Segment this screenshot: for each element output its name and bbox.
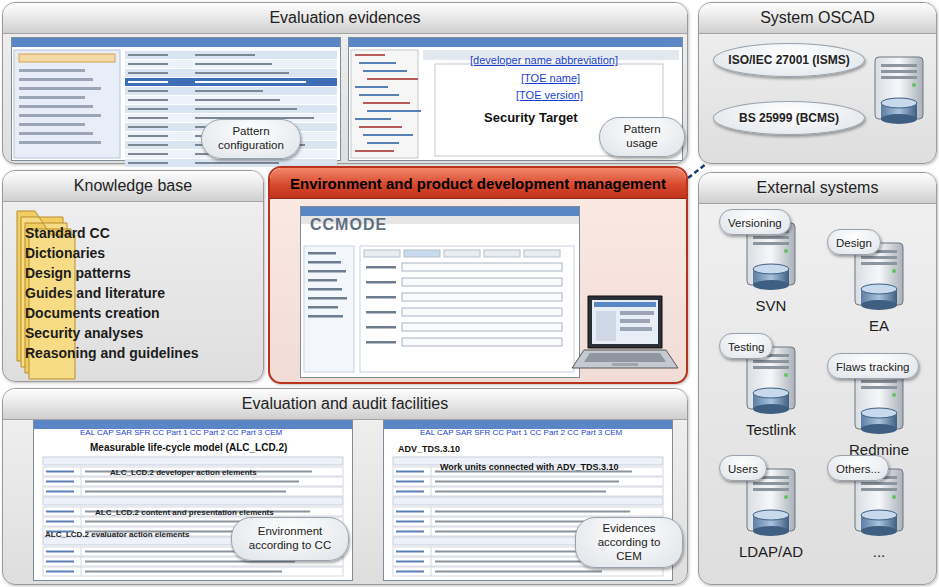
panel-header-bar: Evaluation and audit facilities — [3, 389, 687, 420]
panel-heading: Evaluation and audit facilities — [242, 395, 448, 413]
server-role: Testing — [728, 341, 764, 353]
screen-text: EAL CAP SAR SFR CC Part 1 CC Part 2 CC P… — [80, 428, 282, 437]
callout-bubble: Evidences according to CEM — [575, 517, 683, 568]
screen-text: ALC_LCD.2 content and presentation eleme… — [95, 508, 274, 517]
knowledge-item: Guides and literature — [25, 283, 198, 303]
screen-text: ALC_LCD.2 developer action elements — [110, 468, 257, 477]
knowledge-item: Design patterns — [25, 263, 198, 283]
knowledge-item: Standard CC — [25, 223, 198, 243]
panel-header-bar: Evaluation evidences — [3, 3, 687, 34]
panel-region: Knowledge baseStandard CCDictionariesDes… — [2, 170, 264, 382]
screen-text: CCMODE — [310, 216, 387, 234]
screen-text: ALC_LCD.2 evaluator action elements — [45, 530, 189, 539]
knowledge-item: Dictionaries — [25, 243, 198, 263]
screen-text: Security Target — [484, 110, 578, 125]
standard-oval: BS 25999 (BCMS) — [713, 101, 865, 135]
server-bubble: Others... — [827, 455, 889, 481]
bubble-text: Pattern usage — [608, 123, 676, 151]
server-node: DesignEA — [827, 229, 931, 341]
screen-text: Work units connected with ADV_TDS.3.10 — [440, 462, 619, 472]
panel-heading: External systems — [757, 179, 879, 197]
server-role: Others... — [836, 463, 880, 475]
screen-text: [TOE version] — [516, 89, 583, 101]
server-bubble: Users — [719, 455, 767, 481]
panel-region: Environment and product development mana… — [268, 166, 688, 384]
standard-oval: ISO/IEC 27001 (ISMS) — [713, 43, 865, 77]
panel-heading: Knowledge base — [74, 177, 192, 195]
server-node: VersioningSVN — [719, 209, 823, 321]
server-icon — [867, 55, 931, 127]
screen-text: ADV_TDS.3.10 — [398, 444, 460, 454]
server-role: Flaws tracking — [836, 361, 910, 373]
server-role: Design — [836, 237, 872, 249]
callout-bubble: Environment according to CC — [231, 517, 349, 561]
server-role: Versioning — [728, 217, 782, 229]
server-bubble: Versioning — [719, 209, 791, 235]
server-name: SVN — [719, 297, 823, 314]
panel-region: Evaluation evidencesPattern configuratio… — [2, 2, 688, 164]
panel-region: Evaluation and audit facilitiesEnvironme… — [2, 388, 688, 585]
panel-region: External systemsVersioningSVNDesignEATes… — [698, 172, 937, 585]
screen-text: [developer name abbreviation] — [470, 54, 618, 66]
knowledge-item: Security analyses — [25, 323, 198, 343]
bubble-text: ISO/IEC 27001 (ISMS) — [728, 53, 849, 67]
server-node: TestingTestlink — [719, 333, 823, 445]
knowledge-item: Reasoning and guidelines — [25, 343, 198, 363]
screen-text: [TOE name] — [521, 72, 580, 84]
panel-header-bar: Environment and product development mana… — [270, 168, 686, 199]
laptop-icon — [570, 292, 680, 372]
panel-header-bar: System OSCAD — [699, 3, 936, 34]
bubble-text: Environment according to CC — [240, 525, 340, 553]
server-name: EA — [827, 317, 931, 334]
server-role: Users — [728, 463, 758, 475]
bubble-text: Evidences according to CEM — [584, 522, 674, 563]
panel-region: System OSCAD ISO/IEC 27001 (ISMS) BS 25999… — [698, 2, 937, 164]
panel-header-bar: Knowledge base — [3, 171, 263, 202]
callout-bubble: Pattern configuration — [201, 119, 301, 159]
server-name: LDAP/AD — [719, 543, 823, 560]
panel-header-bar: External systems — [699, 173, 936, 204]
panel-heading: Environment and product development mana… — [290, 175, 666, 192]
bubble-text: Pattern configuration — [210, 125, 292, 153]
server-node: UsersLDAP/AD — [719, 455, 823, 567]
panel-heading: Evaluation evidences — [269, 9, 420, 27]
server-bubble: Design — [827, 229, 881, 255]
server-node: Others...... — [827, 455, 931, 567]
server-name: Testlink — [719, 421, 823, 438]
panel-heading: System OSCAD — [760, 9, 875, 27]
bubble-text: BS 25999 (BCMS) — [739, 111, 839, 125]
server-node: Flaws trackingRedmine — [827, 353, 931, 465]
screen-text: EAL CAP SAR SFR CC Part 1 CC Part 2 CC P… — [420, 428, 622, 437]
server-name: ... — [827, 543, 931, 560]
knowledge-list: Standard CCDictionariesDesign patternsGu… — [25, 223, 198, 363]
knowledge-item: Documents creation — [25, 303, 198, 323]
callout-bubble: Pattern usage — [599, 117, 685, 157]
screen-text: Measurable life-cycle model (ALC_LCD.2) — [90, 442, 287, 453]
server-bubble: Flaws tracking — [827, 353, 919, 379]
server-bubble: Testing — [719, 333, 773, 359]
